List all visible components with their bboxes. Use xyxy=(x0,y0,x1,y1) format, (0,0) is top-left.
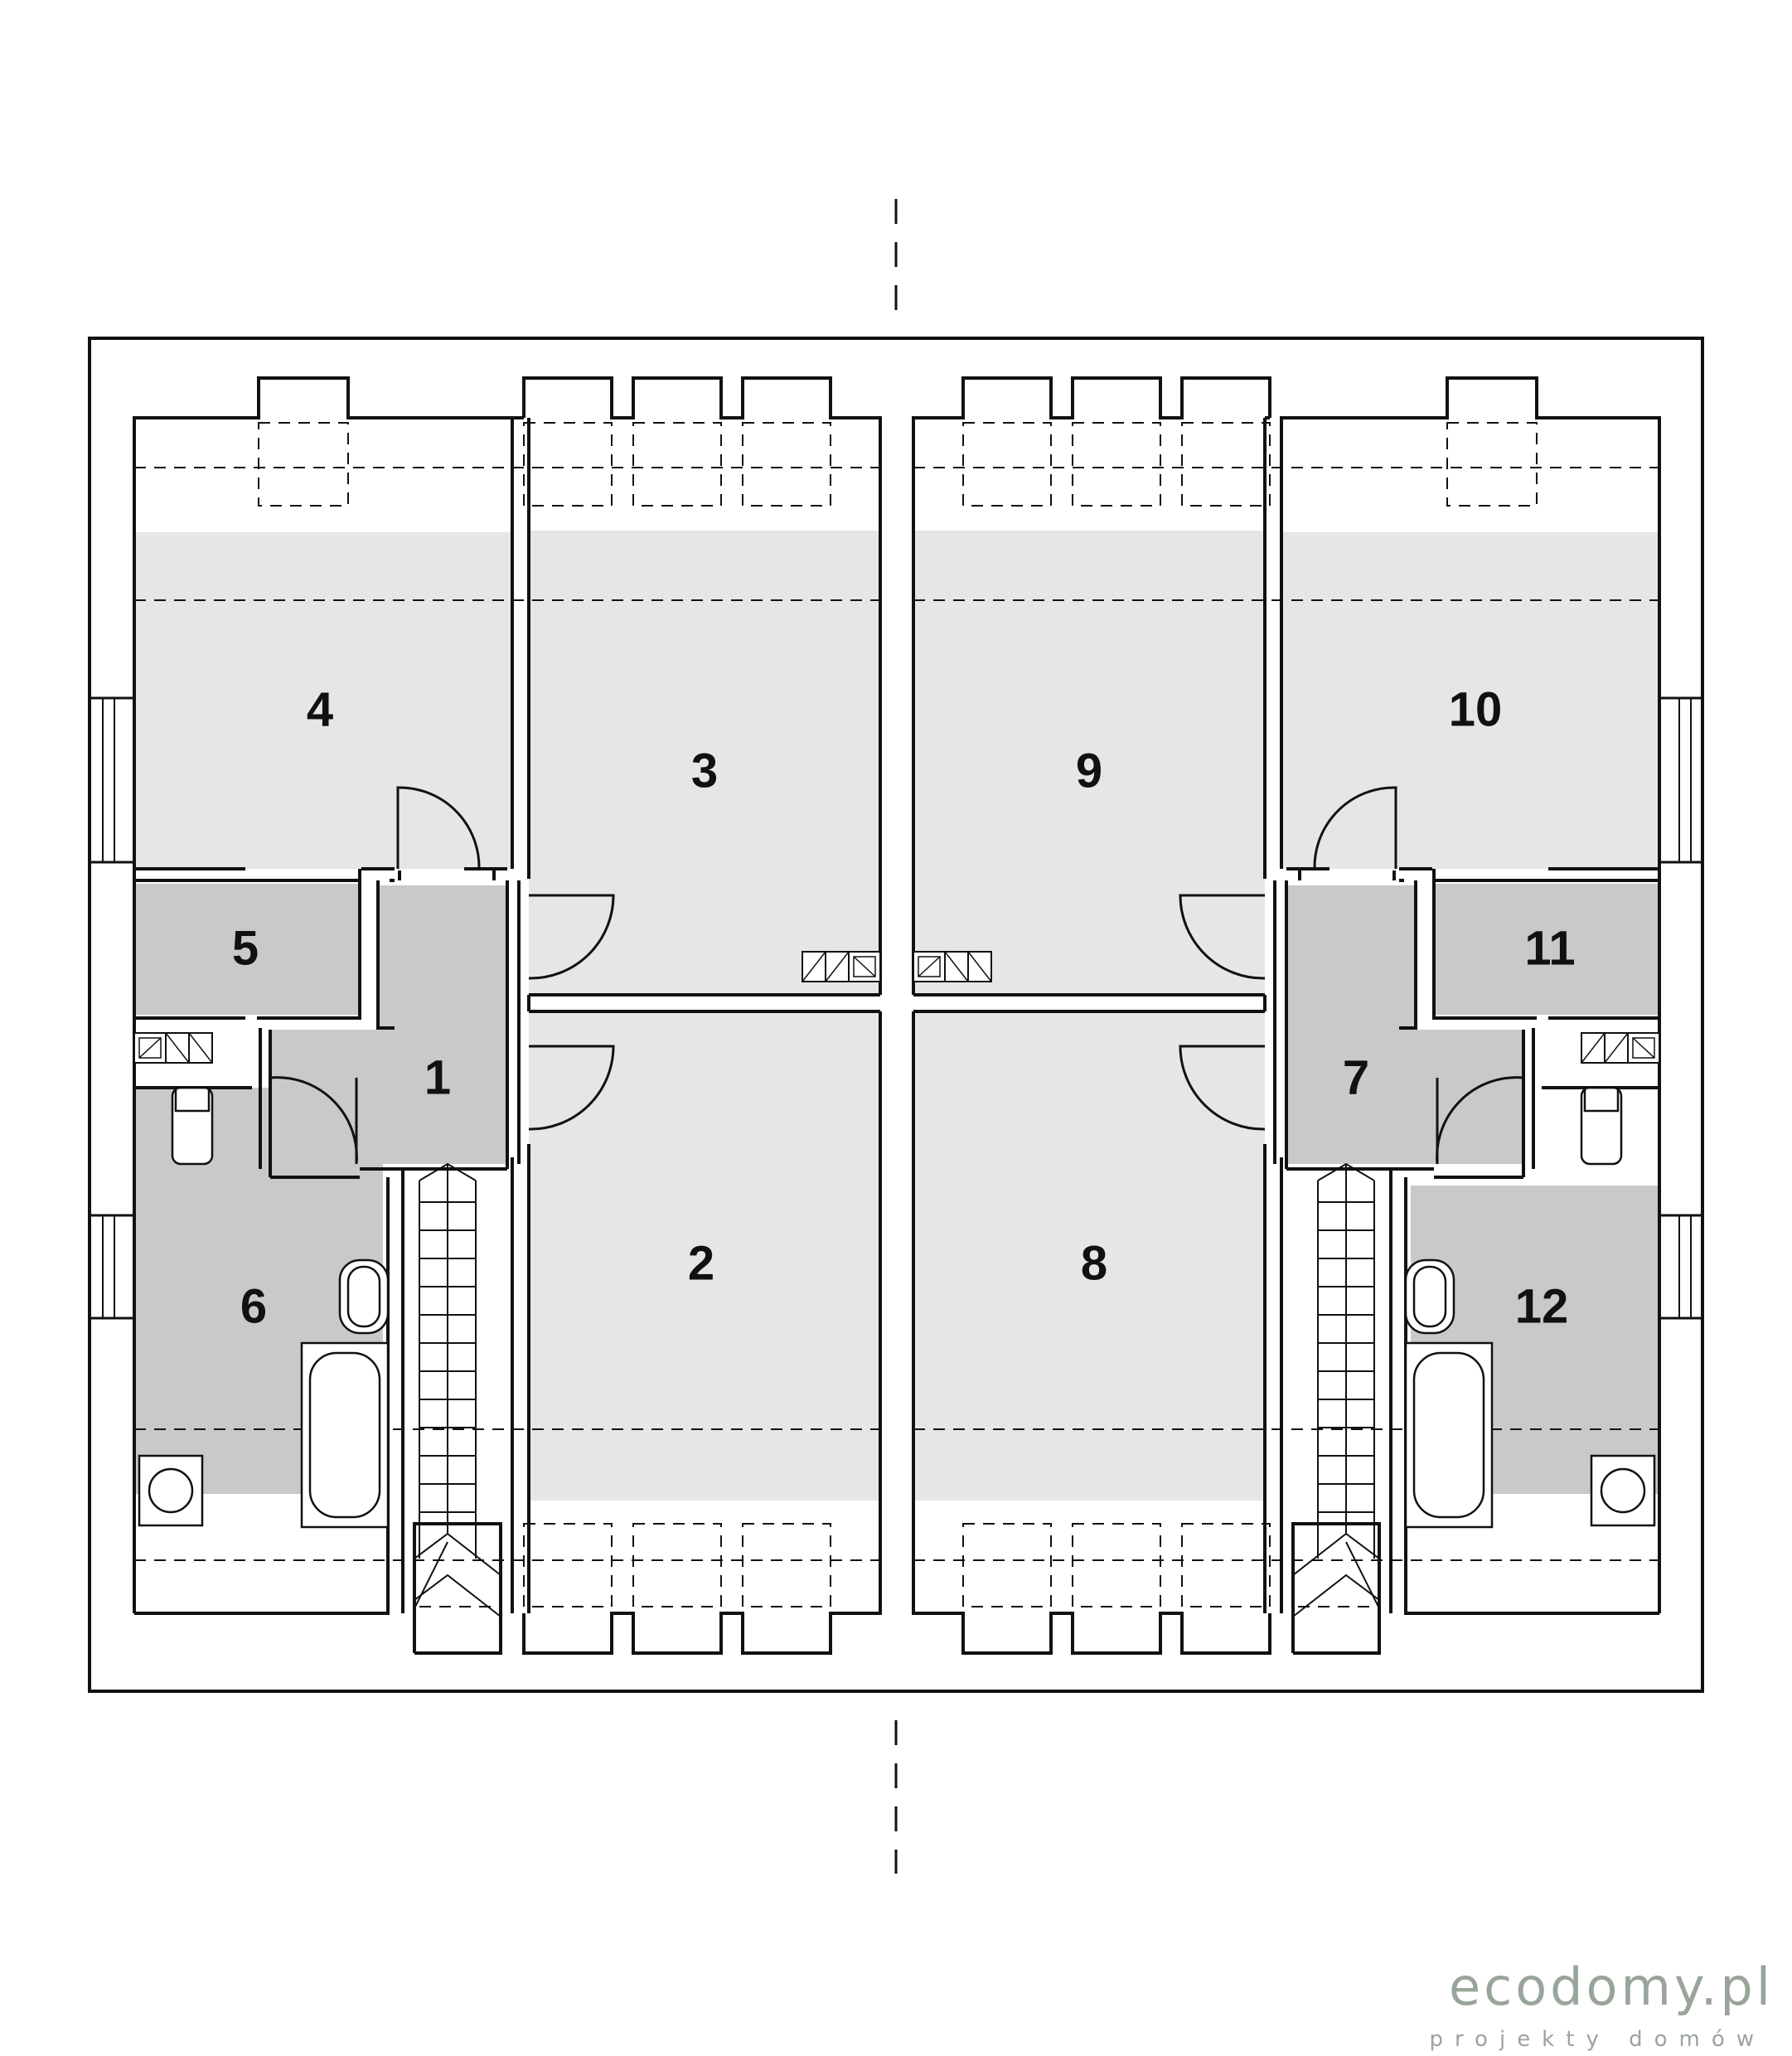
bathroom-fixtures-right xyxy=(1404,1086,1656,1529)
room-7-label: 7 xyxy=(1343,1051,1369,1105)
roof-outline xyxy=(88,337,1704,1693)
staircase-left xyxy=(414,1162,501,1619)
room-8-label: 8 xyxy=(1081,1237,1107,1291)
chimney-vent-room9 xyxy=(913,951,992,982)
chimney-vent-left-bath xyxy=(133,1032,213,1064)
room-6-label: 6 xyxy=(240,1280,267,1334)
room-4-label: 4 xyxy=(307,683,333,737)
dashed-roof-lines xyxy=(134,422,1659,1607)
room-labels: 1 2 3 4 5 6 7 8 9 10 11 12 xyxy=(232,683,1576,1334)
watermark-brand: ecodomy.pl xyxy=(1449,1957,1774,2017)
staircase-right xyxy=(1292,1162,1380,1619)
room-fills xyxy=(134,531,1661,1501)
bathtub-left xyxy=(300,1341,390,1529)
room-11-label: 11 xyxy=(1524,922,1575,976)
room-3-label: 3 xyxy=(691,744,718,798)
room-2-label: 2 xyxy=(688,1237,714,1291)
watermark: ecodomy.pl projekty domów xyxy=(1429,1957,1774,2052)
toilet-right xyxy=(1580,1086,1623,1166)
doors xyxy=(269,786,1524,1165)
sink-left xyxy=(338,1258,390,1335)
chimney-vent-room3 xyxy=(802,951,881,982)
watermark-tagline: projekty domów xyxy=(1429,2027,1765,2052)
room-5-label: 5 xyxy=(232,922,259,976)
chimney-vent-right-bath xyxy=(1581,1032,1660,1064)
sink-right xyxy=(1404,1258,1455,1335)
room-10-label: 10 xyxy=(1449,683,1503,737)
room-9-label: 9 xyxy=(1076,744,1102,798)
room-12-label: 12 xyxy=(1515,1280,1569,1334)
room-1-label: 1 xyxy=(424,1051,451,1105)
bathtub-right xyxy=(1404,1341,1494,1529)
bathroom-fixtures-left xyxy=(138,1086,390,1529)
windows xyxy=(102,697,1692,1319)
toilet-left xyxy=(171,1086,214,1166)
walls xyxy=(133,376,1661,1655)
